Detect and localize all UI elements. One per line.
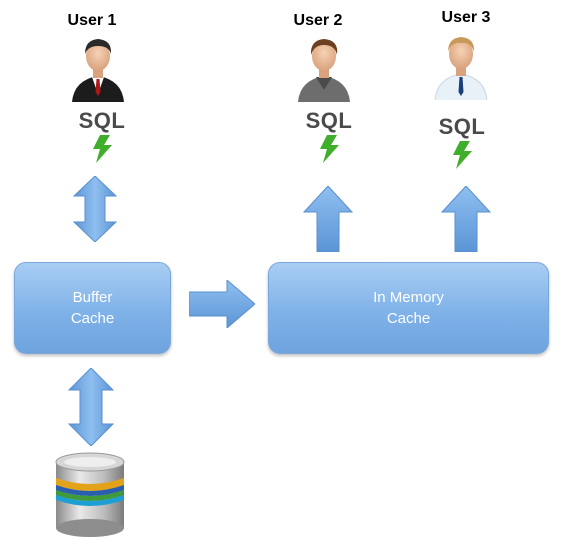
sql-badge-user-3: SQL (433, 114, 491, 172)
man-grey-jacket-icon (298, 39, 350, 102)
sql-badge-user-1: SQL (73, 108, 131, 166)
sql-label: SQL (305, 108, 353, 133)
lightning-bolt-icon (320, 135, 339, 163)
sql-badge-user-2: SQL (300, 108, 358, 166)
buffer-cache-box: Buffer Cache (14, 262, 171, 354)
buffer-cache-line-1: Buffer (72, 289, 113, 306)
user-3-label: User 3 (441, 9, 491, 26)
businessman-dark-suit-icon (72, 39, 124, 102)
man-shirt-tie-icon (434, 37, 488, 100)
in-memory-cache-line-1: In Memory (373, 289, 444, 306)
sql-label: SQL (78, 108, 126, 133)
up-arrow-to-user-2 (303, 186, 353, 252)
user-1-label: User 1 (67, 12, 117, 29)
lightning-bolt-icon (93, 135, 112, 163)
double-arrow-buffer-database (67, 368, 115, 446)
database-cylinder-icon (55, 452, 125, 537)
user-2-label: User 2 (293, 12, 343, 29)
sql-label: SQL (438, 114, 486, 139)
double-arrow-user1-buffer (72, 176, 118, 242)
in-memory-cache-line-2: Cache (386, 310, 431, 327)
right-arrow-buffer-to-memory (189, 280, 255, 328)
lightning-bolt-icon (453, 141, 472, 169)
in-memory-cache-box: In Memory Cache (268, 262, 549, 354)
up-arrow-to-user-3 (441, 186, 491, 252)
buffer-cache-line-2: Cache (70, 310, 115, 327)
